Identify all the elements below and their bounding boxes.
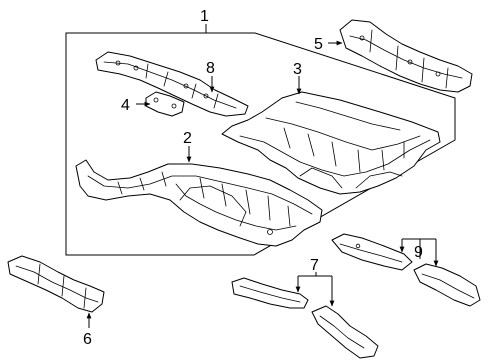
callout-7: 7 bbox=[310, 257, 319, 274]
assembly-frame bbox=[65, 32, 456, 256]
callout-6: 6 bbox=[83, 331, 92, 348]
callout-9: 9 bbox=[414, 244, 423, 261]
leader-7 bbox=[298, 272, 332, 277]
callout-1: 1 bbox=[200, 8, 209, 25]
callout-5: 5 bbox=[314, 36, 323, 53]
callout-4: 4 bbox=[121, 97, 130, 114]
leader-9 bbox=[402, 238, 436, 259]
part-9-rails bbox=[331, 233, 481, 307]
part-6-side-rail bbox=[7, 255, 105, 313]
part-5-rear-crossmember bbox=[339, 19, 473, 93]
callout-3: 3 bbox=[293, 61, 302, 78]
part-3-rear-floor-pan bbox=[221, 91, 441, 195]
part-8-crossmember bbox=[95, 51, 249, 117]
callout-8: 8 bbox=[206, 60, 215, 77]
callout-2: 2 bbox=[183, 130, 192, 147]
part-2-front-floor-pan bbox=[75, 159, 323, 247]
part-4-bracket bbox=[145, 91, 185, 117]
part-7-rails bbox=[231, 277, 379, 359]
